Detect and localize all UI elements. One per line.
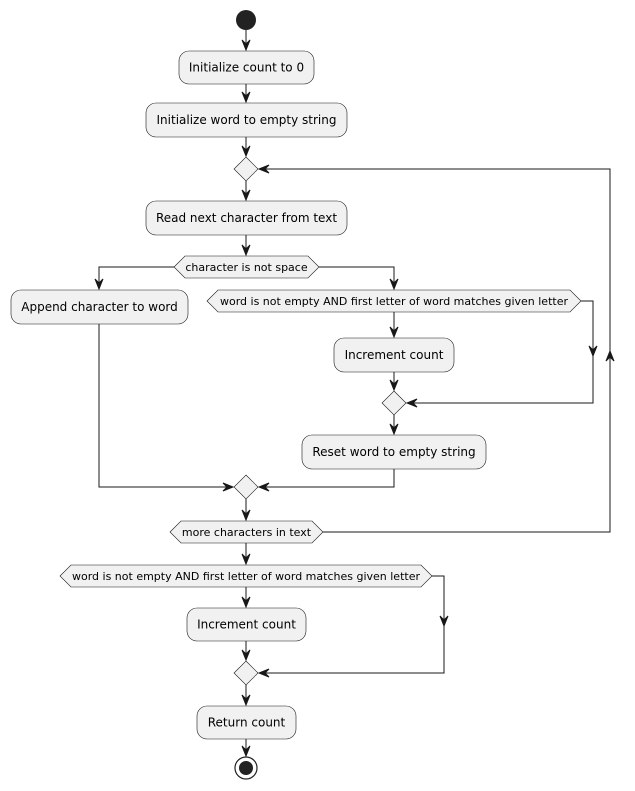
activity-append-character: Append character to word <box>10 289 189 325</box>
arrowhead-read-char <box>241 189 251 202</box>
activity-return-count: Return count <box>196 705 297 740</box>
activity-append-character-label: Append character to word <box>21 300 178 314</box>
activity-return-count-label: Return count <box>208 716 286 730</box>
activity-reset-word: Reset word to empty string <box>301 434 487 470</box>
activity-initialize-word: Initialize word to empty string <box>145 102 348 138</box>
activity-reset-word-label: Reset word to empty string <box>312 445 475 459</box>
arrowhead-reset <box>389 423 399 436</box>
arrowhead-inner-merge <box>389 379 399 392</box>
activity-increment-count-inner-label: Increment count <box>345 348 444 362</box>
activity-initialize-count: Initialize count to 0 <box>178 50 315 85</box>
activity-read-next-character-label: Read next character from text <box>156 211 337 225</box>
arrowhead-more-chars <box>241 509 251 522</box>
arrowhead-skip-down <box>588 345 598 358</box>
arrowhead-return <box>241 694 251 707</box>
activity-initialize-word-label: Initialize word to empty string <box>157 113 337 127</box>
arrowhead-char-decision <box>241 244 251 257</box>
edge-char-decision-to-append <box>98 266 174 289</box>
decision-more-characters-label: more characters in text <box>182 526 312 539</box>
edge-reset-to-branch-merge <box>259 469 395 488</box>
activity-increment-count-final-label: Increment count <box>197 618 296 632</box>
decision-character-not-space: character is not space <box>173 255 320 279</box>
arrowhead-init-count <box>241 39 251 52</box>
edge-char-decision-to-word-check <box>319 266 395 289</box>
activity-increment-count-inner: Increment count <box>333 337 455 373</box>
arrowhead-final-merge-right <box>257 668 270 678</box>
arrowhead-word-check <box>389 278 399 291</box>
loop-merge-diamond <box>233 156 259 182</box>
arrowhead-final-skip-down <box>439 615 449 628</box>
decision-word-matches-inner: word is not empty AND first letter of wo… <box>206 289 582 313</box>
inner-merge-diamond <box>381 390 407 416</box>
decision-character-not-space-label: character is not space <box>185 261 307 274</box>
end-node <box>234 756 258 780</box>
decision-word-matches-final: word is not empty AND first letter of wo… <box>59 564 433 588</box>
decision-word-matches-final-label: word is not empty AND first letter of wo… <box>72 570 420 583</box>
arrowhead-init-word <box>241 91 251 104</box>
arrowhead-final-check <box>241 553 251 566</box>
arrowhead-loop-merge <box>241 145 251 158</box>
arrowhead-inner-merge-from-skip <box>405 398 418 408</box>
edge-append-to-branch-merge <box>98 324 233 488</box>
arrowhead-increment-inner <box>389 326 399 339</box>
final-merge-diamond <box>233 660 259 686</box>
activity-initialize-count-label: Initialize count to 0 <box>189 61 304 75</box>
arrowhead-final-merge <box>241 649 251 662</box>
decision-more-characters: more characters in text <box>169 520 324 544</box>
arrowhead-append <box>94 278 104 291</box>
arrowhead-loop-up <box>605 349 615 362</box>
branch-merge-diamond <box>233 474 259 500</box>
arrowhead-branch-merge-left <box>222 482 235 492</box>
decision-word-matches-inner-label: word is not empty AND first letter of wo… <box>220 295 568 308</box>
start-node <box>236 10 256 30</box>
activity-read-next-character: Read next character from text <box>145 200 348 236</box>
arrowhead-branch-merge-right <box>257 482 270 492</box>
activity-increment-count-final: Increment count <box>186 607 307 642</box>
arrowhead-increment-final <box>241 596 251 609</box>
arrowhead-loop-merge-right <box>257 164 270 174</box>
arrowhead-end <box>241 745 251 758</box>
